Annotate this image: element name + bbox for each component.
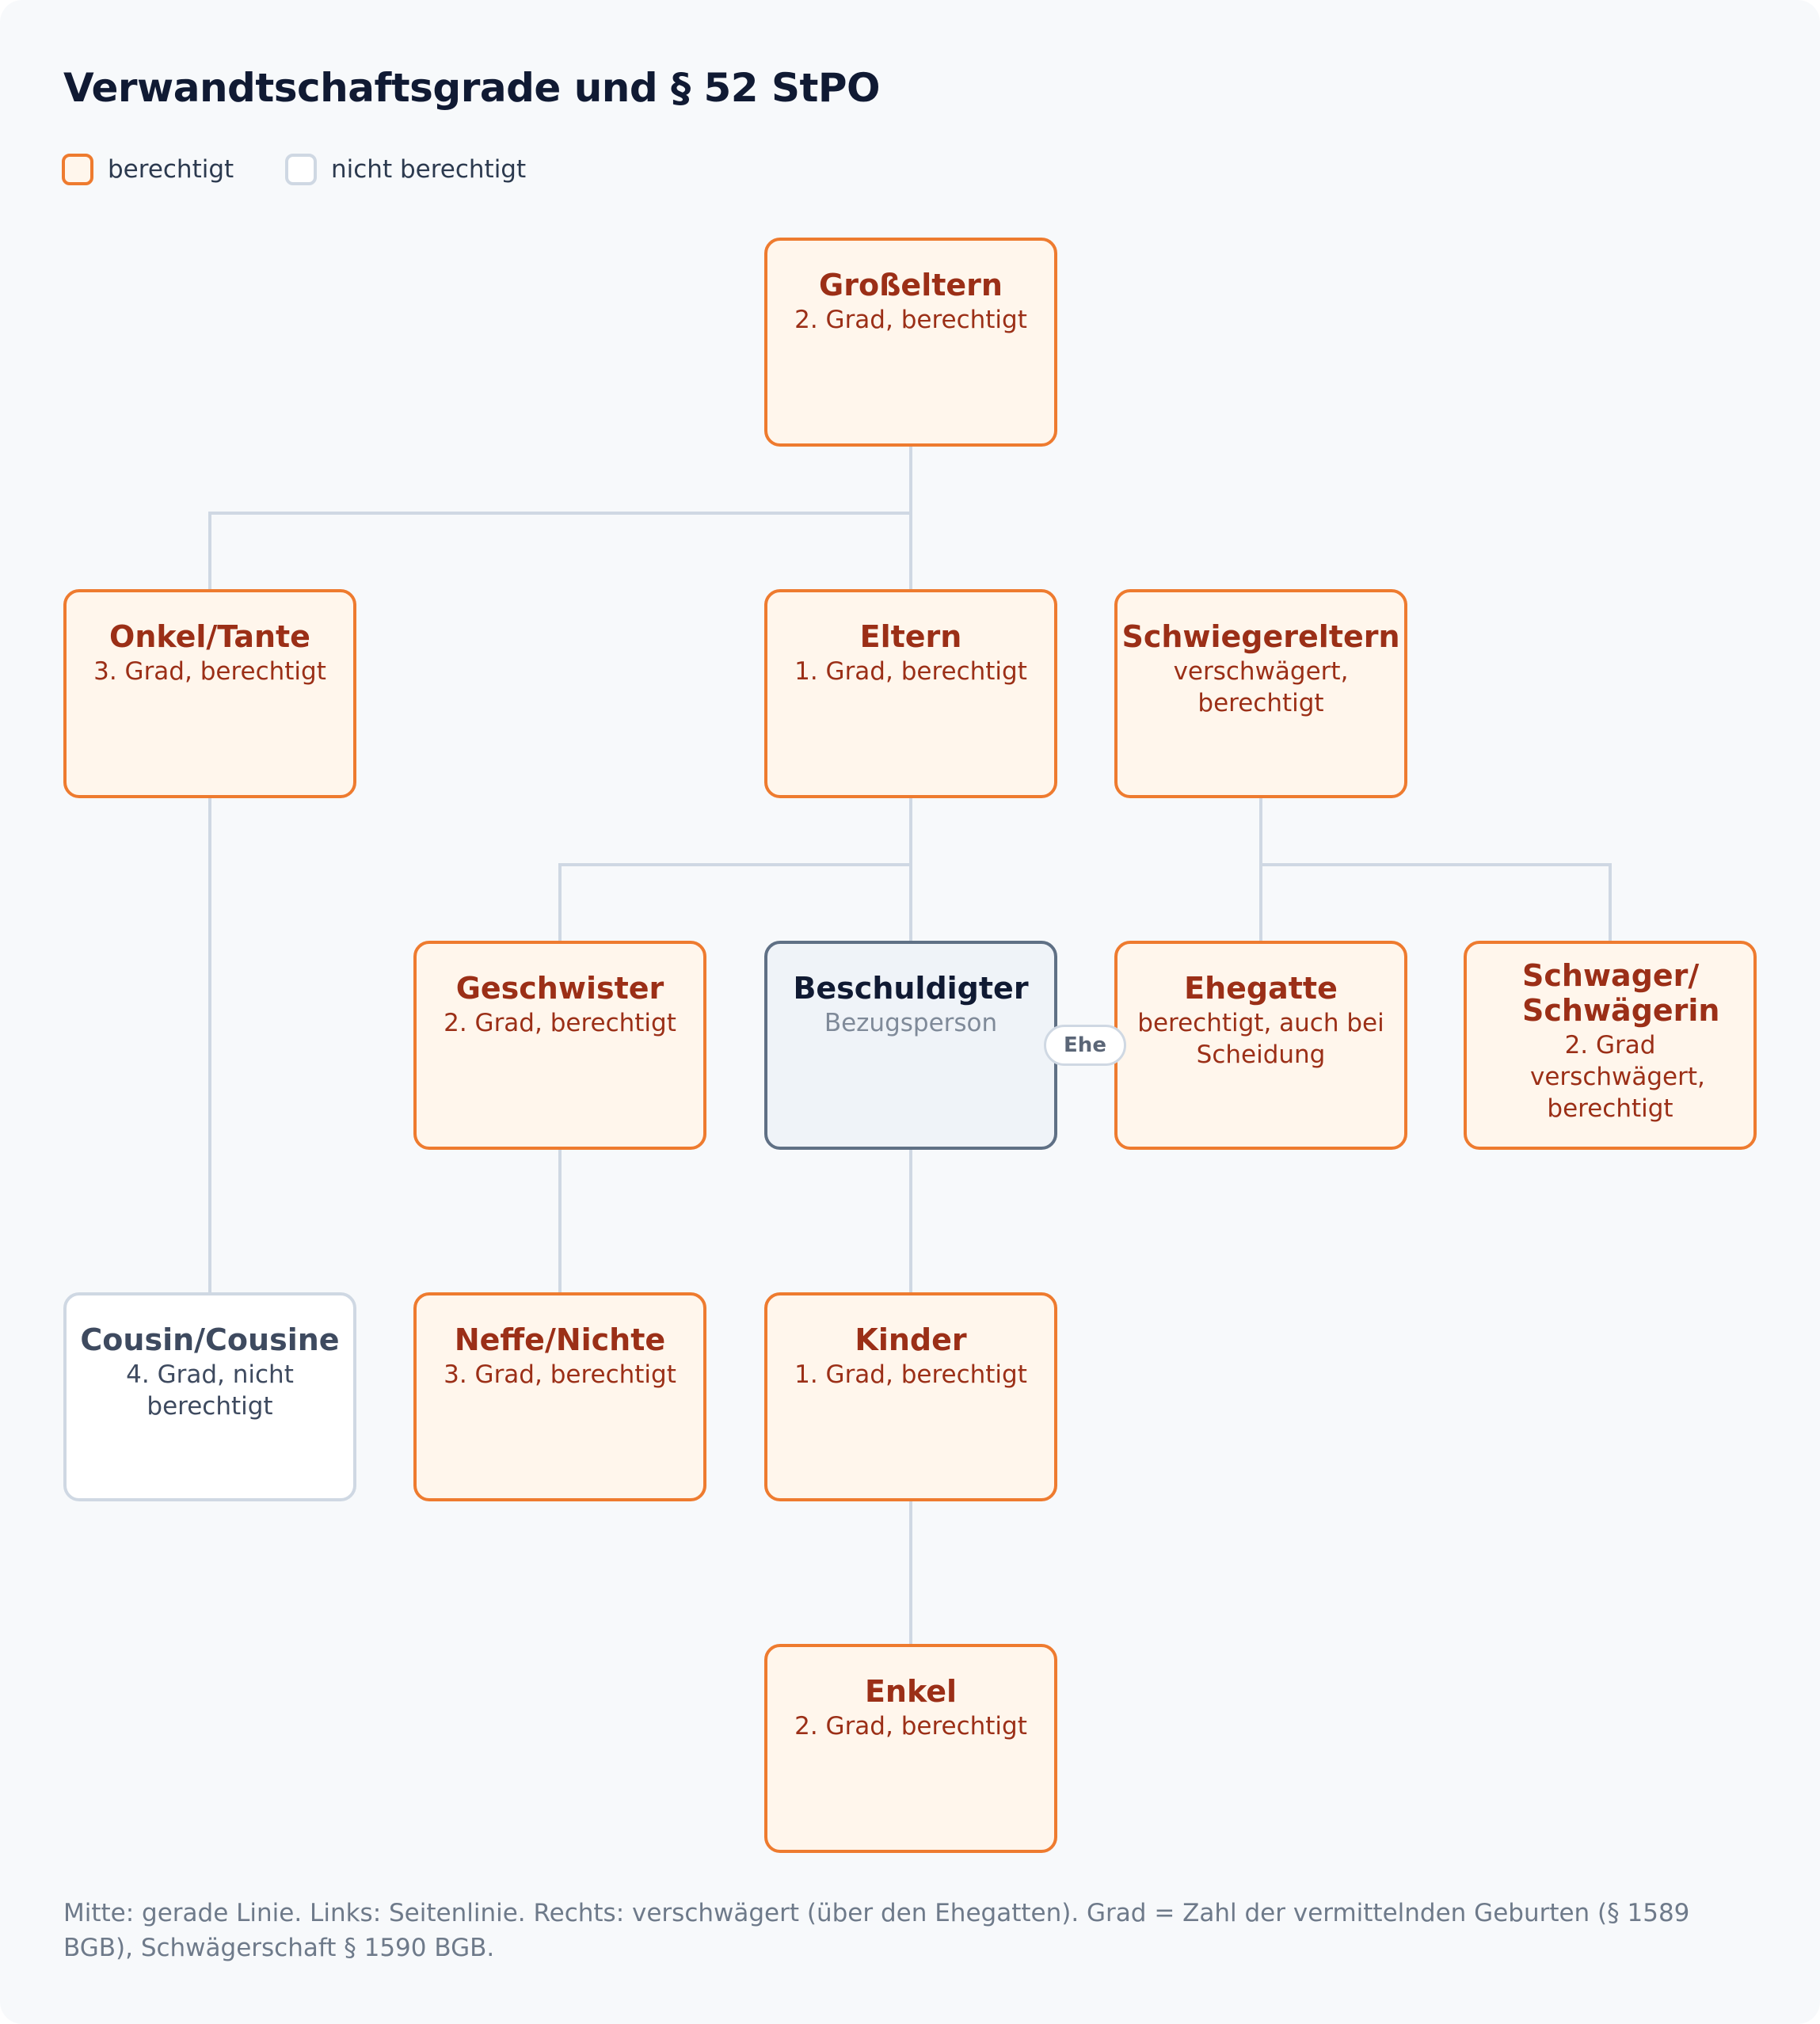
node-name: Beschuldigter	[793, 971, 1029, 1006]
node-name: Cousin/Cousine	[80, 1322, 340, 1357]
node-name: Eltern	[859, 619, 962, 654]
node-name: Schwiegereltern	[1121, 619, 1400, 654]
legend-label-not-entitled: nicht berechtigt	[331, 155, 527, 184]
node-schwiegereltern: Schwiegereltern verschwägert, berechtigt	[1114, 589, 1407, 798]
node-schwager-schwaegerin: Schwager/ Schwägerin 2. Grad verschwäger…	[1464, 941, 1757, 1150]
node-name: Schwager/ Schwägerin	[1522, 958, 1720, 1028]
node-cousin-cousine: Cousin/Cousine 4. Grad, nicht berechtigt	[63, 1292, 356, 1501]
node-detail: 2. Grad, berechtigt	[794, 1712, 1027, 1741]
connector-eltern-geschwister	[558, 863, 912, 941]
node-detail: 2. Grad, berechtigt	[794, 306, 1027, 334]
node-name: Großeltern	[819, 268, 1003, 302]
node-enkel: Enkel 2. Grad, berechtigt	[764, 1644, 1057, 1853]
node-detail: 2. Grad verschwägert, berechtigt	[1530, 1031, 1705, 1123]
connector-grosseltern-onkel-tante	[208, 512, 912, 589]
node-name: Enkel	[864, 1674, 958, 1709]
node-geschwister: Geschwister 2. Grad, berechtigt	[413, 941, 706, 1150]
footnote: Mitte: gerade Linie. Links: Seitenlinie.…	[63, 1899, 1690, 1962]
node-detail: 4. Grad, nicht berechtigt	[126, 1360, 294, 1421]
node-onkel-tante: Onkel/Tante 3. Grad, berechtigt	[63, 589, 356, 798]
node-detail: 3. Grad, berechtigt	[444, 1360, 676, 1389]
node-detail: 3. Grad, berechtigt	[93, 657, 326, 686]
marriage-tag: Ehe	[1044, 1025, 1126, 1066]
node-grosseltern: Großeltern 2. Grad, berechtigt	[764, 238, 1057, 447]
node-detail: berechtigt, auch bei Scheidung	[1137, 1009, 1384, 1069]
legend-item-not-entitled: nicht berechtigt	[285, 154, 526, 185]
node-neffe-nichte: Neffe/Nichte 3. Grad, berechtigt	[413, 1292, 706, 1501]
node-detail: 2. Grad, berechtigt	[444, 1009, 676, 1037]
node-beschuldigter: Beschuldigter Bezugsperson	[764, 941, 1057, 1150]
node-detail: 1. Grad, berechtigt	[794, 1360, 1027, 1389]
connector-schwiegereltern-schwager	[1259, 863, 1612, 941]
node-kinder: Kinder 1. Grad, berechtigt	[764, 1292, 1057, 1501]
legend-item-entitled: berechtigt	[62, 154, 234, 185]
node-name: Neffe/Nichte	[454, 1322, 666, 1357]
legend-label-entitled: berechtigt	[108, 155, 234, 184]
node-ehegatte: Ehegatte berechtigt, auch bei Scheidung	[1114, 941, 1407, 1150]
legend-swatch-entitled	[62, 154, 93, 185]
node-name: Geschwister	[455, 971, 664, 1006]
node-name: Ehegatte	[1184, 971, 1338, 1006]
node-detail: verschwägert, berechtigt	[1173, 657, 1349, 717]
node-name: Onkel/Tante	[109, 619, 310, 654]
page-title: Verwandtschaftsgrade und § 52 StPO	[63, 65, 881, 111]
node-detail: Bezugsperson	[824, 1009, 998, 1037]
node-detail: 1. Grad, berechtigt	[794, 657, 1027, 686]
node-eltern: Eltern 1. Grad, berechtigt	[764, 589, 1057, 798]
node-name: Kinder	[855, 1322, 967, 1357]
legend-swatch-not-entitled	[285, 154, 317, 185]
